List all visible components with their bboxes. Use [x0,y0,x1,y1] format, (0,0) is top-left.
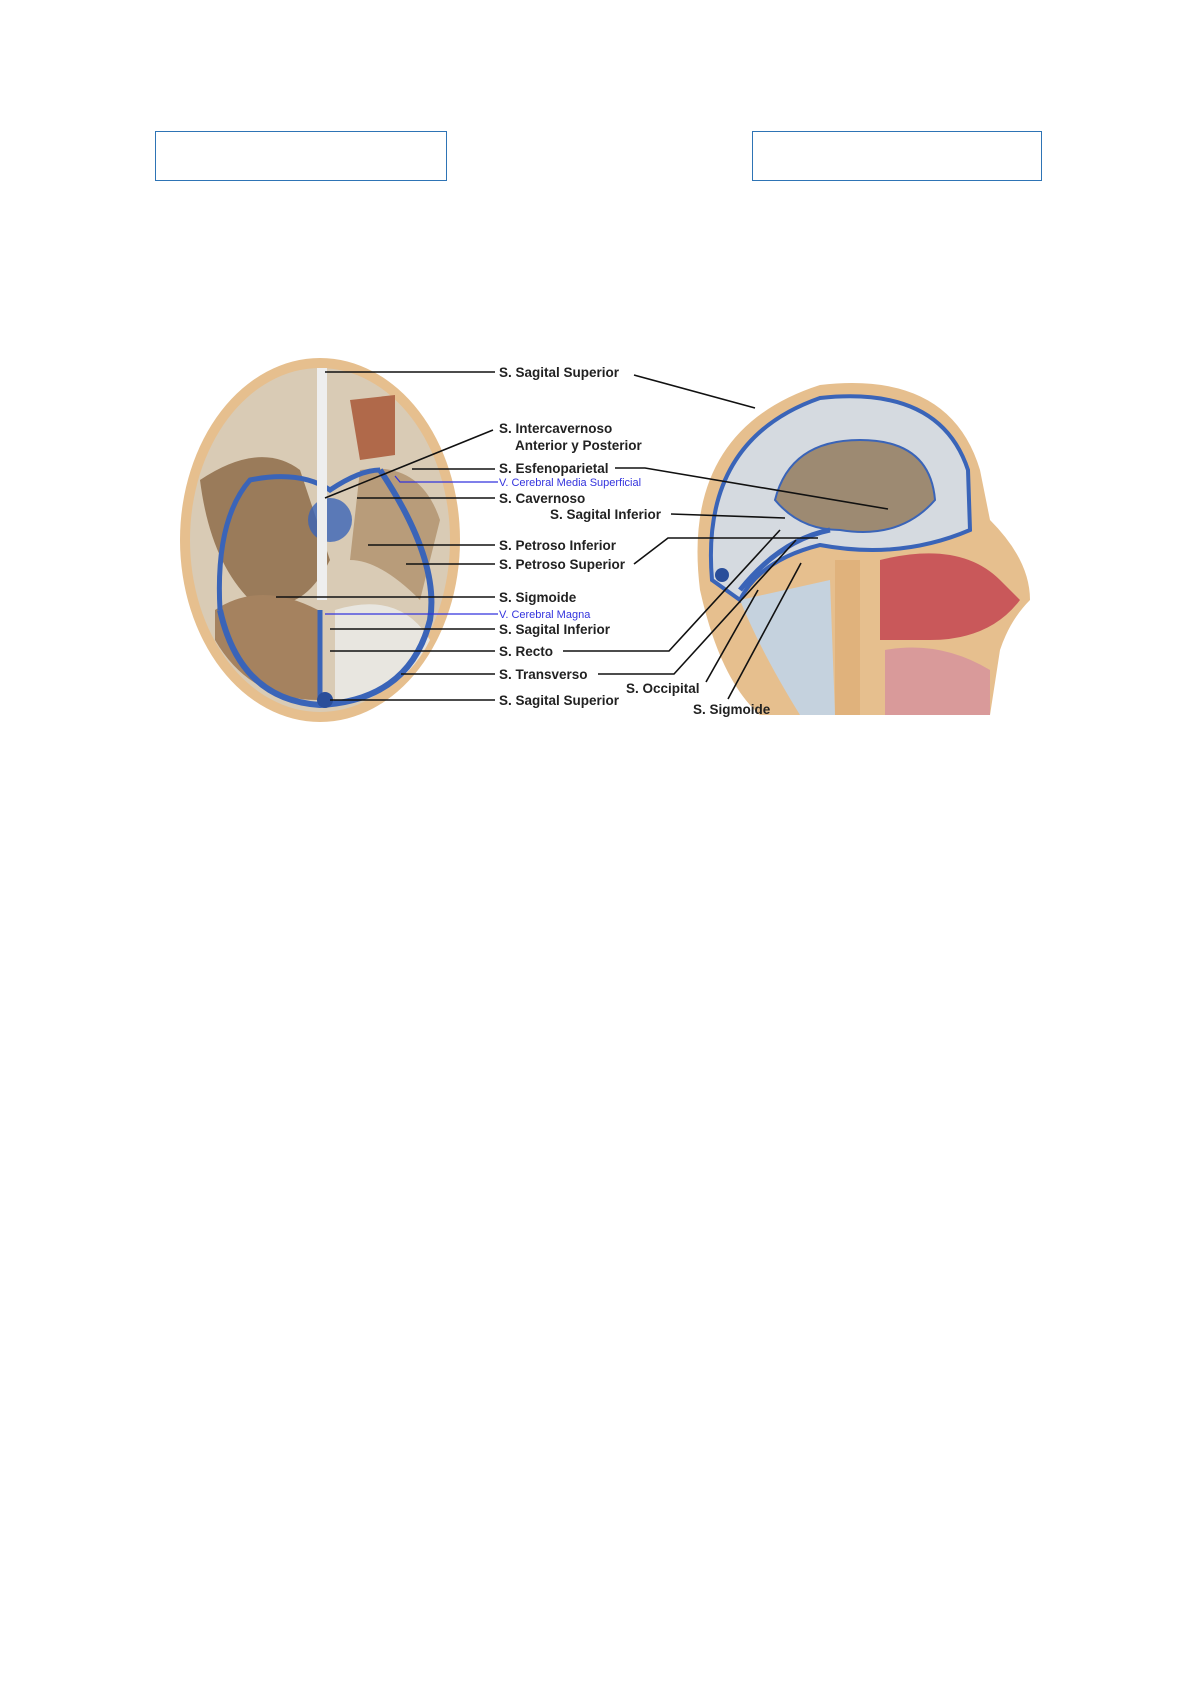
blank-label-box-right [752,131,1042,181]
label-petroso-superior: S. Petroso Superior [499,557,626,572]
label-transverso: S. Transverso [499,667,588,682]
label-sigmoide-axial: S. Sigmoide [499,590,577,605]
skull-base-illustration [180,358,460,722]
label-sagital-inferior-sagittal: S. Sagital Inferior [550,507,662,522]
label-petroso-inferior: S. Petroso Inferior [499,538,617,553]
label-intercavernoso: S. Intercavernoso [499,421,612,436]
label-cerebral-magna: V. Cerebral Magna [499,609,591,621]
label-cerebral-media-superficial: V. Cerebral Media Superficial [499,477,641,489]
label-recto: S. Recto [499,644,553,659]
label-occipital: S. Occipital [626,681,700,696]
label-intercavernoso-line2: Anterior y Posterior [515,438,643,453]
label-cavernoso: S. Cavernoso [499,491,585,506]
sagittal-head-illustration [697,383,1030,715]
leader-lines [276,371,889,701]
label-sigmoide-sagittal: S. Sigmoide [693,702,771,717]
label-esfenoparietal: S. Esfenoparietal [499,461,609,476]
label-sagital-inferior-axial: S. Sagital Inferior [499,622,611,637]
label-sagital-superior-top: S. Sagital Superior [499,365,620,380]
label-sagital-superior-bottom: S. Sagital Superior [499,693,620,708]
blank-label-box-left [155,131,447,181]
